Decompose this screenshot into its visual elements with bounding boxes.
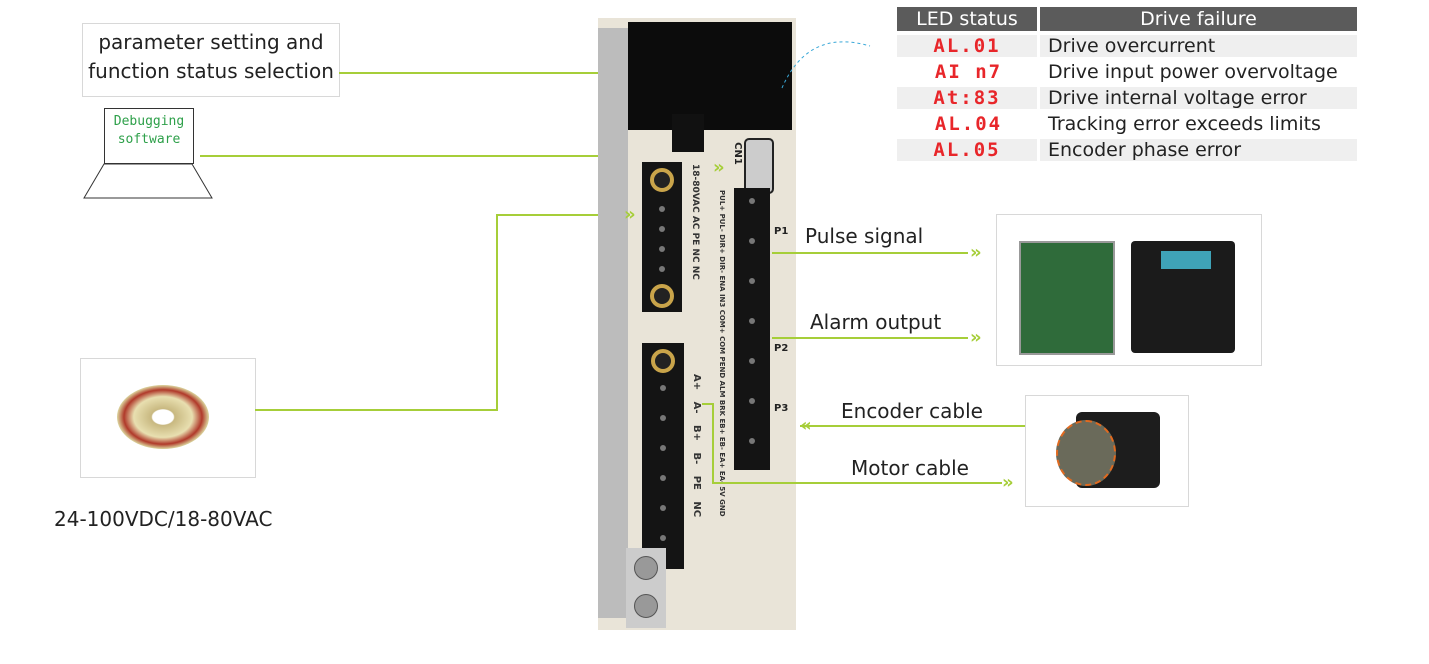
p2-label: P2 xyxy=(774,343,789,354)
led-display xyxy=(628,22,792,130)
dotted-arrow xyxy=(781,41,871,89)
connector-line xyxy=(200,155,705,157)
encoder-cable-label: Encoder cable xyxy=(841,399,983,423)
connector-line xyxy=(496,214,498,411)
cn1-label: CN1 xyxy=(731,142,743,165)
laptop-icon: Debugging software xyxy=(82,108,214,200)
connector-line xyxy=(255,409,497,411)
transformer-image xyxy=(80,358,256,478)
controller-image xyxy=(996,214,1262,366)
header-led: LED status xyxy=(897,7,1040,31)
connector-line xyxy=(702,403,714,405)
laptop-line2: software xyxy=(117,132,181,147)
header-failure: Drive failure xyxy=(1040,7,1357,31)
p3-label: P3 xyxy=(774,403,789,414)
alarm-output-label: Alarm output xyxy=(810,310,942,334)
arrow-icon: » xyxy=(1002,472,1014,493)
p1-label: P1 xyxy=(774,226,789,237)
servo-drive: CN1 18-80VAC AC PE NC NC PUL+ PUL- DIR+ … xyxy=(598,18,796,630)
power-connector[interactable] xyxy=(642,162,682,312)
connector-line xyxy=(772,337,968,339)
power-pin-labels: 18-80VAC AC PE NC NC xyxy=(690,164,700,280)
motor-connector[interactable] xyxy=(642,343,684,569)
motor-pin-labels: A+ A- B+ B- PE NC xyxy=(691,374,702,518)
arrow-icon: » xyxy=(713,157,725,178)
connector-line xyxy=(712,403,714,484)
arrow-icon: » xyxy=(970,327,982,348)
signal-connector[interactable] xyxy=(734,188,770,470)
arrow-icon: » xyxy=(970,242,982,263)
ground-terminal[interactable] xyxy=(626,548,666,628)
parameter-line2: function status selection xyxy=(88,59,334,83)
parameter-line1: parameter setting and xyxy=(98,30,324,54)
motor-cable-label: Motor cable xyxy=(851,456,969,480)
motor-image xyxy=(1025,395,1189,507)
laptop-line1: Debugging xyxy=(113,114,185,129)
power-label: 24-100VDC/18-80VAC xyxy=(54,507,273,531)
arrow-icon: » xyxy=(624,204,636,225)
parameter-label-box: parameter setting and function status se… xyxy=(82,23,340,97)
signal-pin-labels: PUL+ PUL- DIR+ DIR- ENA IN3 COM+ COM PEN… xyxy=(718,190,726,517)
connector-line xyxy=(712,482,1002,484)
pulse-signal-label: Pulse signal xyxy=(805,224,924,248)
connector-line xyxy=(772,252,968,254)
connector-line xyxy=(496,214,622,216)
usb-port[interactable] xyxy=(744,138,774,194)
connector-line xyxy=(800,425,1026,427)
connector-line xyxy=(339,72,657,74)
arrow-icon: « xyxy=(800,415,812,436)
